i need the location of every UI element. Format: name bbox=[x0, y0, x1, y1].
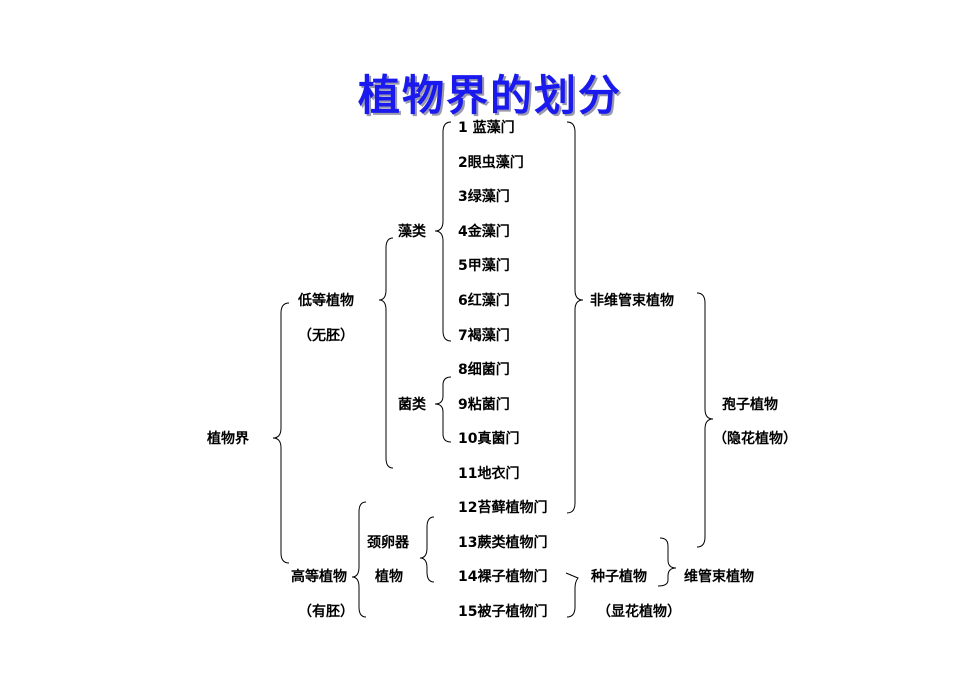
non-vascular-label: 非维管束植物 bbox=[590, 293, 674, 309]
phylum-item: 3绿藻门 bbox=[458, 189, 510, 205]
higher-plants-label: 高等植物 bbox=[291, 569, 347, 585]
vascular-brace bbox=[657, 537, 677, 587]
phylum-item: 15被子植物门 bbox=[458, 604, 548, 620]
lower-plants-note: （无胚） bbox=[298, 328, 354, 344]
seed-plants-brace bbox=[565, 572, 579, 618]
phylum-item: 12苔藓植物门 bbox=[458, 500, 548, 516]
spore-plants-label: 孢子植物 bbox=[722, 397, 778, 413]
archegoniate-brace bbox=[419, 516, 435, 583]
archegoniate-label-line2: 植物 bbox=[375, 569, 403, 585]
lower-plants-label: 低等植物 bbox=[298, 293, 354, 309]
phylum-item: 14裸子植物门 bbox=[458, 569, 548, 585]
vascular-label: 维管束植物 bbox=[684, 569, 754, 585]
phylum-item: 6红藻门 bbox=[458, 293, 510, 309]
spore-plants-note: （隐花植物） bbox=[713, 431, 797, 447]
phylum-item: 8细菌门 bbox=[458, 362, 510, 378]
phylum-item: 4金藻门 bbox=[458, 224, 510, 240]
seed-plants-label: 种子植物 bbox=[591, 569, 647, 585]
root-brace bbox=[272, 302, 290, 564]
higher-plants-brace bbox=[351, 501, 367, 618]
phylum-item: 2眼虫藻门 bbox=[458, 155, 524, 171]
seed-plants-note: （显花植物） bbox=[597, 604, 681, 620]
algae-brace bbox=[434, 121, 452, 342]
phylum-item: 13蕨类植物门 bbox=[458, 535, 548, 551]
root-label: 植物界 bbox=[207, 431, 249, 447]
fungi-brace bbox=[434, 376, 452, 443]
higher-plants-note: （有胚） bbox=[298, 604, 354, 620]
phylum-item: 10真菌门 bbox=[458, 431, 520, 447]
algae-label: 藻类 bbox=[398, 224, 426, 240]
non-vascular-brace bbox=[566, 121, 584, 514]
archegoniate-label-line1: 颈卵器 bbox=[367, 535, 409, 551]
lower-plants-brace bbox=[378, 237, 394, 469]
fungi-label: 菌类 bbox=[398, 397, 426, 413]
phylum-item: 7褐藻门 bbox=[458, 328, 510, 344]
page-title: 植物界的划分 bbox=[357, 71, 622, 120]
phylum-item: 1 蓝藻门 bbox=[458, 120, 515, 136]
phylum-item: 9粘菌门 bbox=[458, 397, 510, 413]
phylum-item: 11地衣门 bbox=[458, 466, 520, 482]
phylum-item: 5甲藻门 bbox=[458, 258, 510, 274]
spore-plants-brace bbox=[696, 292, 714, 548]
